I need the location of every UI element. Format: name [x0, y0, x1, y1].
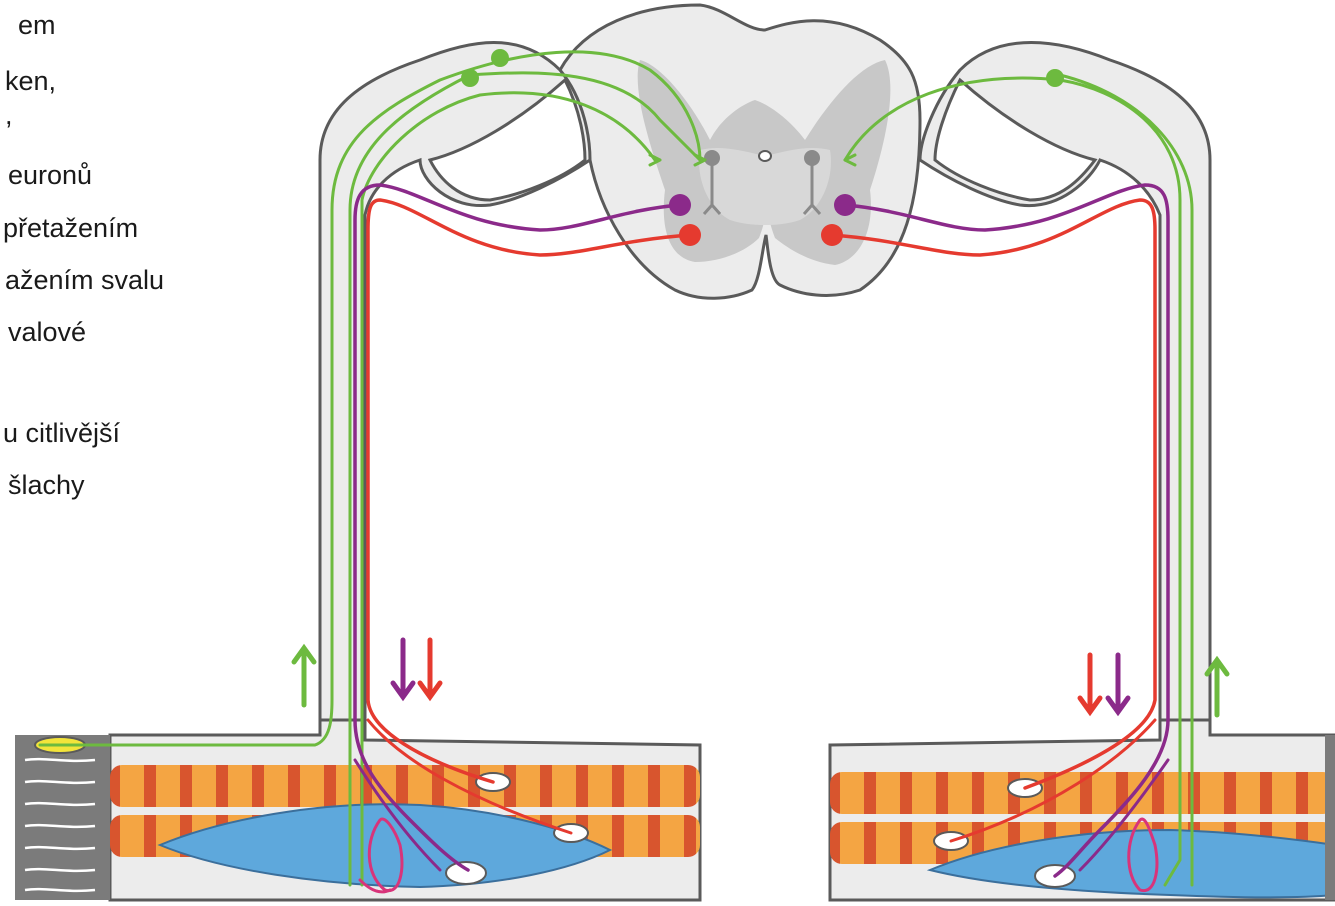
right-ganglion-cell [1046, 69, 1064, 87]
central-canal [759, 151, 771, 161]
interneuron-left [704, 150, 720, 166]
right-down-arrow-red [1080, 655, 1100, 712]
right-limb [830, 720, 1335, 900]
left-red-motor-axon [368, 200, 690, 782]
interneuron-right [804, 150, 820, 166]
left-muscle-fiber-1 [110, 765, 700, 807]
left-purple-motor-neuron [669, 194, 691, 216]
left-up-arrow-green [294, 648, 314, 705]
right-purple-motor-neuron [834, 194, 856, 216]
endplate-left-3 [446, 862, 486, 884]
left-down-arrow-red [420, 640, 440, 697]
right-muscle-fiber-1 [830, 772, 1335, 814]
right-red-motor-neuron [821, 224, 843, 246]
left-ganglion-cell-2 [491, 49, 509, 67]
right-down-arrow-purple [1108, 655, 1128, 712]
left-down-arrow-purple [393, 640, 413, 697]
left-ganglion-cell-1 [461, 69, 479, 87]
spinal-cord [560, 5, 920, 298]
left-red-motor-neuron [679, 224, 701, 246]
